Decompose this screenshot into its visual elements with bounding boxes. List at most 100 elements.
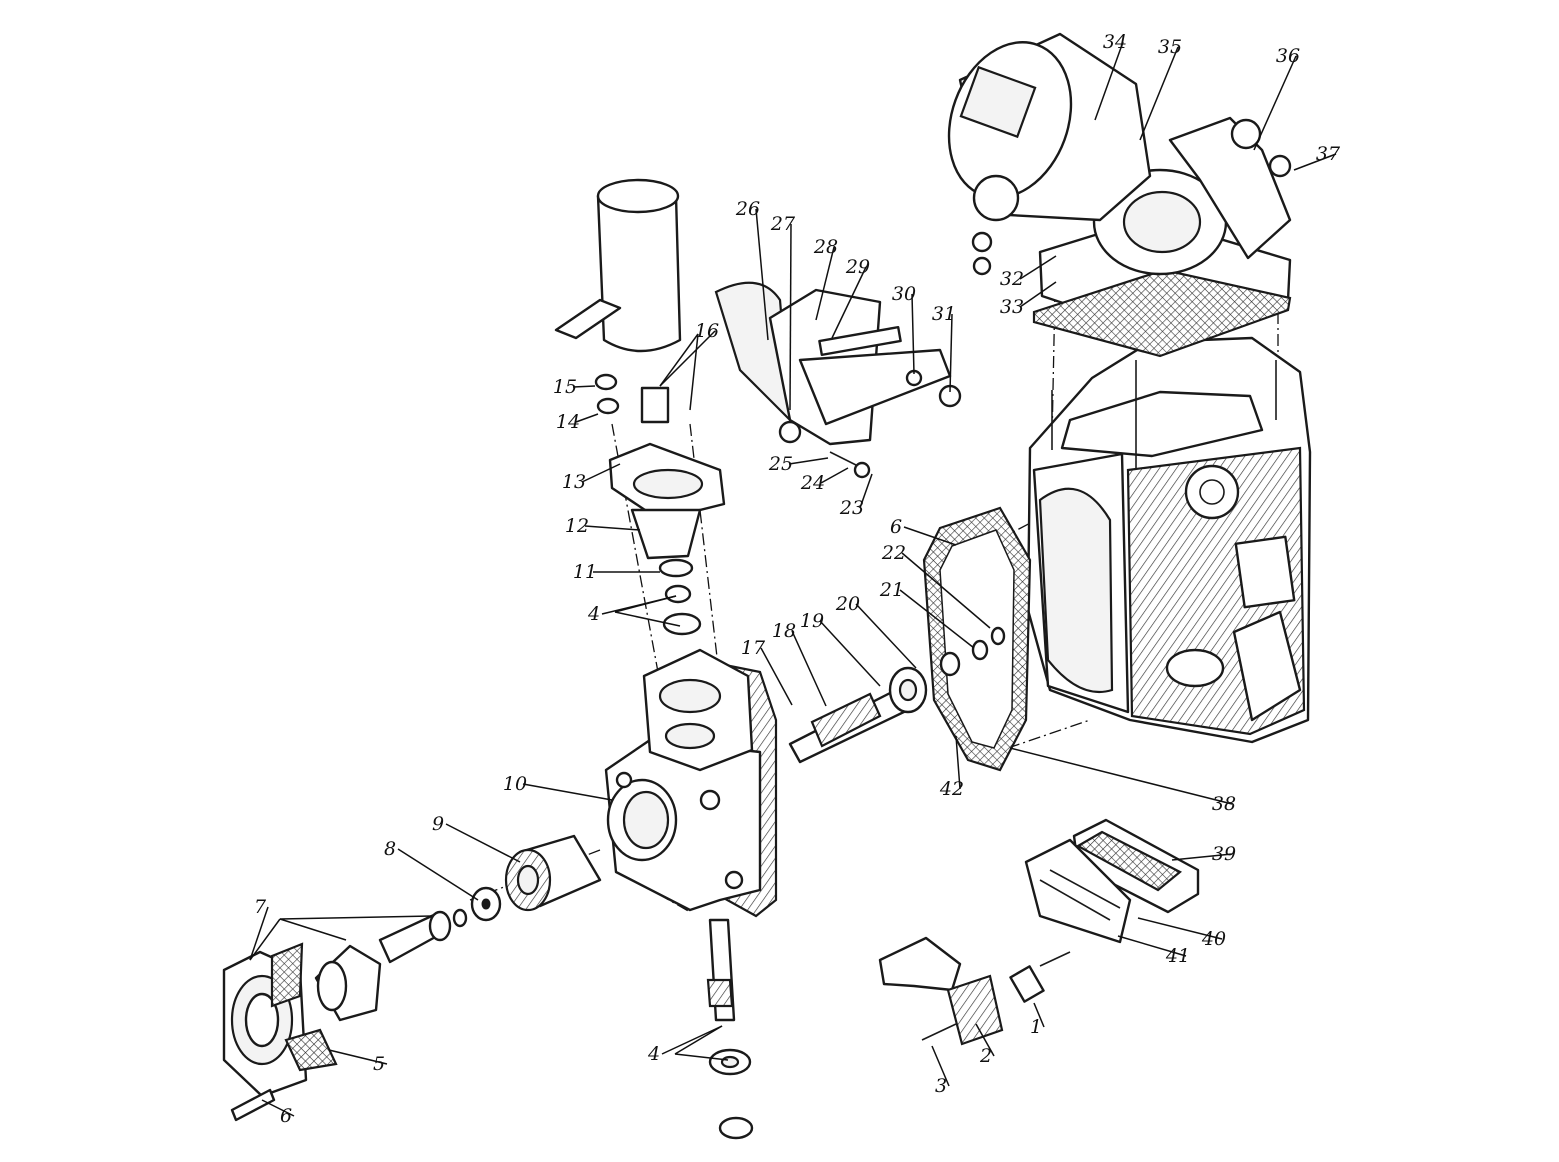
leader-line (831, 266, 867, 339)
callout-label: 18 (772, 620, 796, 642)
leader-line (855, 603, 917, 669)
main-housing (1026, 336, 1312, 744)
leader-line (955, 735, 961, 790)
callout-label: 21 (879, 579, 904, 601)
callout-label: 6 (890, 516, 902, 538)
connector (878, 936, 1071, 1046)
shaft-assembly (788, 626, 1006, 764)
leader-line (572, 385, 596, 388)
leader-line (1253, 55, 1297, 151)
leader-line (819, 620, 881, 687)
leader-line (789, 223, 792, 411)
callout-label: 14 (556, 411, 580, 433)
leader-line (1117, 935, 1187, 957)
leader-line (601, 595, 677, 615)
leader-line (328, 1049, 388, 1065)
callout-label: 39 (1212, 843, 1236, 865)
leader-line (1139, 46, 1179, 141)
callout-label: 7 (254, 896, 267, 918)
leader-line (903, 526, 957, 546)
callout-label: 13 (562, 471, 586, 493)
leader-line (820, 467, 849, 484)
fan-leader (659, 333, 699, 387)
leader-line (901, 552, 991, 629)
callout-label: 4 (587, 603, 600, 625)
callout-label: 41 (1165, 945, 1190, 967)
callout-label: 24 (800, 472, 825, 494)
leader-line (1293, 153, 1337, 171)
callout-label: 4 (647, 1043, 660, 1065)
callout-label: 19 (800, 610, 824, 632)
leader-line (760, 647, 793, 706)
callout-label: 17 (741, 637, 766, 659)
callout-leaders (249, 41, 1337, 1117)
leader-line (661, 1025, 723, 1055)
callout-label: 3 (935, 1075, 947, 1097)
leader-line (755, 208, 769, 341)
leader-line (397, 848, 479, 901)
leader-line (899, 589, 975, 649)
leader-line (1019, 255, 1057, 280)
callout-label: 15 (553, 376, 577, 398)
end-flange (222, 908, 468, 1122)
leader-line (581, 463, 621, 483)
callout-label: 9 (432, 813, 444, 835)
callout-label: 26 (735, 198, 760, 220)
callout-label: 22 (881, 542, 906, 564)
callout-label: 31 (932, 303, 956, 325)
leader-line (1094, 41, 1124, 121)
leader-line (911, 293, 915, 375)
leader-line (575, 413, 599, 423)
drive-motor (554, 178, 682, 424)
callout-label: 35 (1158, 36, 1182, 58)
callout-label: 40 (1201, 928, 1226, 950)
callout-label: 11 (573, 561, 597, 583)
leader-line (859, 473, 873, 509)
callout-label: 16 (695, 320, 719, 342)
callout-label: 27 (770, 213, 796, 235)
callout-label: 38 (1212, 793, 1236, 815)
fan-leader (279, 918, 347, 941)
gear-housing (604, 648, 778, 918)
leader-line (659, 330, 716, 387)
callout-label: 23 (839, 497, 864, 519)
leader-line (1033, 1002, 1045, 1028)
leader-line (1019, 281, 1057, 308)
top-cover (1032, 116, 1292, 358)
leader-line (949, 313, 953, 393)
leader-line (815, 246, 835, 321)
callout-label: 1 (1030, 1016, 1042, 1038)
callout-label: 12 (565, 515, 589, 537)
fan-leader (674, 1053, 729, 1061)
flange-and-bearings (608, 442, 726, 636)
fan-leader (614, 611, 681, 627)
fan-leader (249, 918, 281, 961)
gasket (922, 506, 1032, 772)
callout-label: 8 (384, 838, 396, 860)
callout-label: 37 (1316, 143, 1341, 165)
motor (947, 32, 1292, 276)
leader-line (261, 1099, 295, 1117)
callout-label: 25 (768, 453, 793, 475)
gear (470, 834, 602, 922)
callout-label: 5 (373, 1053, 385, 1075)
leader-line (522, 783, 613, 801)
leader-line (1137, 917, 1223, 940)
callout-label: 33 (1000, 296, 1024, 318)
terminal-block (1024, 818, 1200, 944)
vertical-shaft (706, 918, 754, 1140)
leader-line (788, 457, 829, 465)
callout-label: 29 (845, 256, 870, 278)
leader-line (1009, 747, 1233, 805)
callout-label: 32 (1000, 268, 1024, 290)
fan-leader (674, 1025, 723, 1055)
callout-label: 6 (280, 1105, 292, 1127)
callout-label: 36 (1276, 45, 1300, 67)
callout-label: 2 (979, 1045, 992, 1067)
callout-label: 34 (1103, 31, 1127, 53)
callout-label: 10 (503, 773, 527, 795)
leader-line (584, 525, 641, 531)
fan-leader (279, 915, 433, 920)
